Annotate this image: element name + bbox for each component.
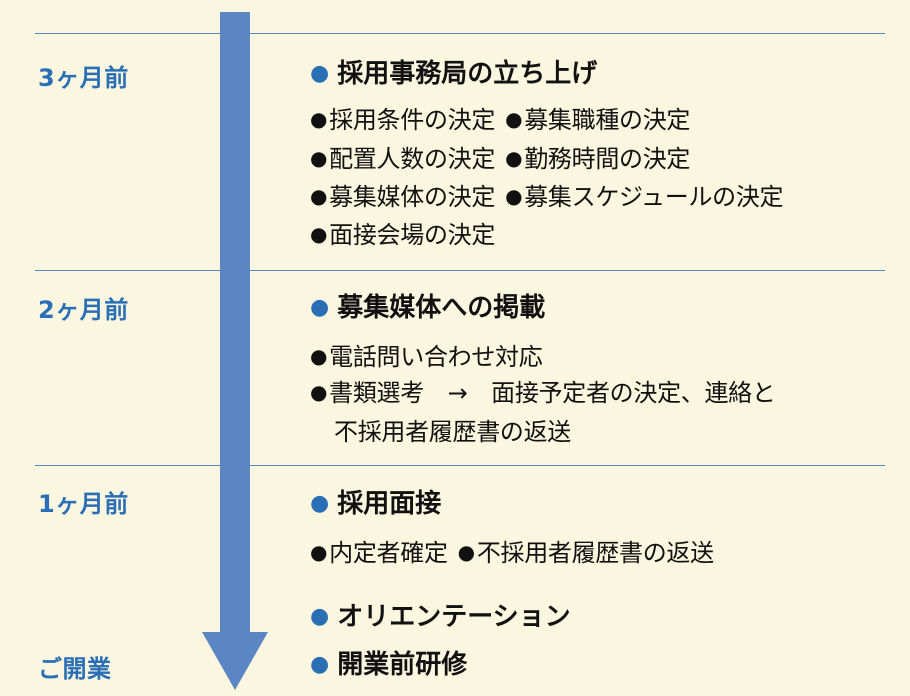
bullet-dot-icon: ● — [310, 295, 330, 320]
section-1-row-2: ●配置人数の決定●勤務時間の決定 — [310, 139, 690, 174]
bullet-dot-icon: ● — [310, 540, 328, 564]
task-item: 採用条件の決定 — [329, 106, 496, 134]
timeline-arrow-head — [202, 632, 268, 690]
task-item: 電話問い合わせ対応 — [329, 343, 543, 371]
section-2-row-3: 不採用者履歴書の返送 — [334, 412, 571, 447]
task-item: 募集スケジュールの決定 — [524, 183, 784, 211]
task-item: 書類選考 → 面接予定者の決定、連絡と — [329, 379, 776, 407]
section-3-heading: ●採用面接 — [310, 489, 442, 519]
section-4-heading-orientation: ●オリエンテーション — [310, 602, 571, 632]
section-3-row-1: ●内定者確定●不採用者履歴書の返送 — [310, 533, 714, 568]
bullet-dot-icon: ● — [310, 107, 328, 131]
timeline-arrow-shaft — [220, 12, 250, 632]
task-item-continued: 不採用者履歴書の返送 — [334, 418, 571, 446]
bullet-dot-icon: ● — [310, 61, 330, 86]
section-2-heading: ●募集媒体への掲載 — [310, 293, 546, 323]
task-item: 不採用者履歴書の返送 — [476, 539, 714, 567]
section-1-heading: ●採用事務局の立ち上げ — [310, 59, 598, 89]
section-2-row-2: ●書類選考 → 面接予定者の決定、連絡と — [310, 373, 776, 408]
task-item: 内定者確定 — [329, 539, 448, 567]
separator-line-3 — [35, 465, 885, 466]
bullet-dot-icon: ● — [310, 222, 328, 246]
phase-label-1-month: 1ヶ月前 — [38, 490, 129, 518]
task-item: 募集媒体の決定 — [329, 183, 496, 211]
phase-label-opening: ご開業 — [38, 655, 112, 683]
section-1-row-3: ●募集媒体の決定●募集スケジュールの決定 — [310, 177, 784, 212]
task-item: 面接会場の決定 — [329, 221, 496, 249]
bullet-dot-icon: ● — [310, 184, 328, 208]
bullet-dot-icon: ● — [457, 540, 475, 564]
bullet-dot-icon: ● — [310, 380, 328, 404]
section-2-row-1: ●電話問い合わせ対応 — [310, 337, 543, 372]
bullet-dot-icon: ● — [310, 344, 328, 368]
phase-label-2-months: 2ヶ月前 — [38, 296, 129, 324]
bullet-dot-icon: ● — [310, 491, 330, 516]
bullet-dot-icon: ● — [505, 184, 523, 208]
separator-line-1 — [35, 33, 885, 34]
bullet-dot-icon: ● — [310, 652, 330, 677]
separator-line-2 — [35, 270, 885, 271]
task-item: 勤務時間の決定 — [524, 145, 691, 173]
section-1-row-1: ●採用条件の決定●募集職種の決定 — [310, 100, 690, 135]
bullet-dot-icon: ● — [310, 604, 330, 629]
section-1-row-4: ●面接会場の決定 — [310, 215, 495, 250]
task-item: 配置人数の決定 — [329, 145, 496, 173]
bullet-dot-icon: ● — [310, 146, 328, 170]
section-4-heading-training: ●開業前研修 — [310, 650, 468, 680]
bullet-dot-icon: ● — [505, 107, 523, 131]
task-item: 募集職種の決定 — [524, 106, 691, 134]
phase-label-3-months: 3ヶ月前 — [38, 64, 129, 92]
bullet-dot-icon: ● — [505, 146, 523, 170]
